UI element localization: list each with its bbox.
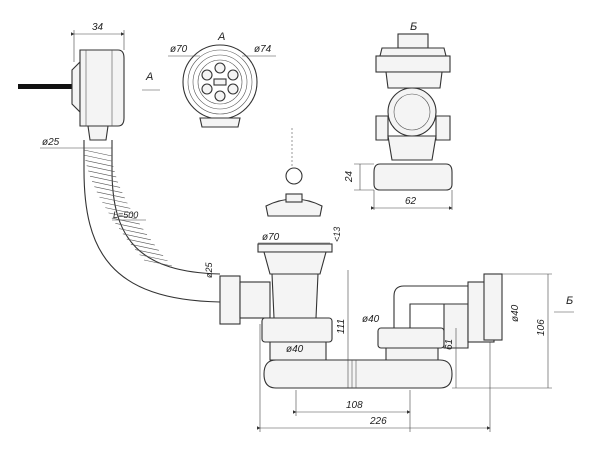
horizontal-dims: 108 226 — [257, 324, 491, 432]
dim-62-label: 62 — [405, 196, 417, 207]
dim-106-label: 106 — [536, 319, 547, 336]
dim-226-label: 226 — [369, 416, 387, 427]
dim-25-conn-label: ø25 — [204, 261, 214, 278]
hose-rib — [96, 191, 125, 199]
dim-61-label: 61 — [444, 339, 455, 350]
hose-rib — [86, 165, 115, 173]
dim-25-left: ø25 — [40, 137, 112, 149]
hose-rib — [84, 154, 113, 162]
hose-rib — [94, 186, 123, 193]
hose-rib — [130, 243, 159, 251]
dim-24-label: 24 — [344, 170, 355, 183]
hose-rib — [122, 233, 151, 241]
dim-40-right-label: ø40 — [510, 304, 521, 322]
dim-40-low-label: ø40 — [286, 344, 304, 355]
view-a-label: A — [145, 71, 153, 83]
plug-and-chain — [265, 128, 323, 217]
hose-rib — [102, 202, 131, 209]
overflow-rod — [18, 84, 74, 89]
bottle-trap: ø40 — [261, 317, 453, 389]
hose-rib — [135, 249, 164, 256]
dim-108-label: 108 — [346, 400, 363, 411]
corrugated-hose: L=500 — [83, 140, 221, 303]
main-drain: ø70 <13 — [257, 227, 342, 319]
hose-rib — [99, 196, 128, 204]
hose-rib — [115, 223, 144, 230]
dim-70-main-label: ø70 — [262, 232, 280, 243]
dim-40-mid-label: ø40 — [362, 314, 380, 325]
hose-rib — [126, 238, 155, 246]
dim-34-label: 34 — [92, 22, 104, 33]
hose-rib — [89, 175, 119, 183]
dim-34: 34 — [71, 22, 125, 62]
dim-74-top-label: ø74 — [254, 44, 272, 55]
hose-rib — [111, 217, 140, 225]
view-a-marker: A — [142, 71, 160, 91]
outlet-riser: ø40 ø40 Б — [362, 273, 574, 361]
vertical-dims: 111 61 106 — [336, 270, 552, 389]
hose-rib — [85, 160, 114, 167]
hose-length-label: L=500 — [113, 210, 138, 220]
hose-rib — [92, 181, 121, 188]
hose-rib — [118, 228, 148, 235]
dim-13-label: <13 — [332, 227, 342, 242]
overflow-head — [18, 49, 125, 141]
hose-rib — [139, 254, 168, 262]
view-b-title: Б — [410, 21, 417, 33]
view-a-grille: ø70 A ø74 — [168, 31, 276, 128]
hose-rib — [83, 149, 113, 157]
view-a-title: A — [217, 31, 225, 43]
view-b-siphon: 24 62 Б — [344, 21, 453, 210]
hose-rib — [88, 170, 117, 178]
view-b-arrow-label: Б — [566, 295, 573, 307]
dim-25-left-label: ø25 — [42, 137, 60, 148]
dim-70-top-label: ø70 — [170, 44, 188, 55]
hose-rib — [105, 207, 134, 214]
hose-rib — [108, 212, 137, 220]
hose-rib — [143, 259, 173, 267]
hose-connector: ø25 — [204, 261, 271, 325]
dim-111-label: 111 — [336, 319, 347, 334]
